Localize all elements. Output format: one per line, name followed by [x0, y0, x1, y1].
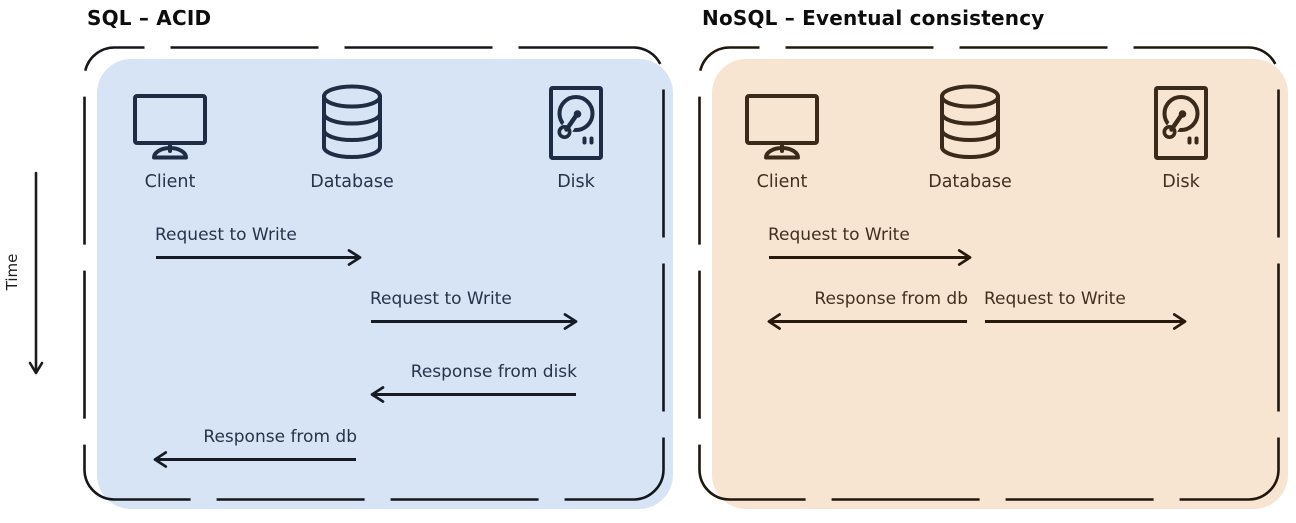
arrow-left-icon	[153, 451, 357, 468]
sql-panel: SQL – ACID Client	[83, 6, 673, 509]
nosql-panel: NoSQL – Eventual consistency Client	[698, 6, 1288, 509]
message-disk-to-database: Response from disk	[370, 361, 577, 404]
entity-disk: Disk	[516, 86, 636, 192]
arrow-right-icon	[371, 313, 578, 330]
message-database-to-client: Response from db	[767, 288, 968, 331]
sql-panel-background	[97, 59, 673, 509]
nosql-panel-title: NoSQL – Eventual consistency	[702, 6, 1045, 30]
monitor-icon	[745, 86, 819, 160]
message-label: Request to Write	[370, 289, 512, 309]
disk-icon	[539, 86, 613, 160]
message-database-to-disk: Request to Write	[984, 288, 1187, 331]
arrow-left-icon	[767, 313, 968, 330]
sql-panel-title: SQL – ACID	[87, 6, 212, 30]
message-database-to-client: Response from db	[153, 426, 357, 469]
database-icon	[934, 84, 1006, 160]
entity-client: Client	[110, 86, 230, 192]
entity-disk: Disk	[1121, 86, 1241, 192]
time-axis-arrow-icon	[28, 171, 44, 375]
monitor-icon	[133, 86, 207, 160]
arrow-right-icon	[984, 313, 1187, 330]
entity-label: Database	[928, 172, 1012, 192]
message-label: Response from db	[203, 427, 357, 447]
database-icon	[316, 84, 388, 160]
message-label: Request to Write	[768, 225, 910, 245]
disk-icon	[1144, 86, 1218, 160]
entity-database: Database	[910, 84, 1030, 192]
entity-label: Disk	[557, 172, 595, 192]
message-client-to-database: Request to Write	[768, 224, 972, 267]
arrow-right-icon	[155, 249, 362, 266]
arrow-left-icon	[370, 386, 577, 403]
arrow-right-icon	[768, 249, 972, 266]
nosql-panel-dashed-border	[698, 46, 1280, 501]
sql-panel-dashed-border	[83, 46, 665, 501]
entity-client: Client	[722, 86, 842, 192]
time-axis-label: Time	[3, 253, 21, 291]
message-label: Response from db	[814, 289, 968, 309]
entity-database: Database	[292, 84, 412, 192]
message-label: Request to Write	[984, 289, 1126, 309]
message-database-to-disk: Request to Write	[370, 288, 578, 331]
message-label: Request to Write	[155, 225, 297, 245]
message-client-to-database: Request to Write	[155, 224, 362, 267]
entity-label: Client	[756, 172, 808, 192]
message-label: Response from disk	[410, 362, 577, 382]
entity-label: Disk	[1162, 172, 1200, 192]
entity-label: Client	[144, 172, 196, 192]
entity-label: Database	[310, 172, 394, 192]
